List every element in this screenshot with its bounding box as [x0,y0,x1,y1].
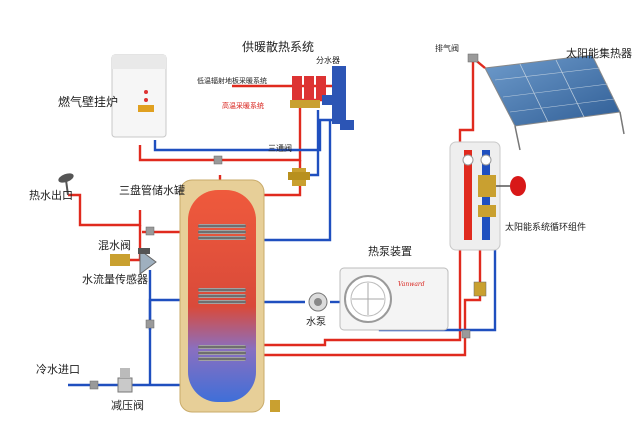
heat-pump-brand: Vanward [398,281,425,288]
mixing-valve-label: 混水阀 [98,239,131,252]
pressure-reducing-valve [117,368,133,393]
radiator-heating-label: 高温采暖系统 [222,102,264,110]
inline-valves [89,53,487,390]
cold-water-pipes [68,110,497,400]
solar-collector-label: 太阳能集热器 [566,47,632,60]
circulation-pump [308,292,328,312]
cold-water-inlet-label: 冷水进口 [36,363,80,376]
three-way-valve-label: 三通阀 [268,144,292,153]
floor-heating-label: 低温辐射地板采暖系统 [197,77,267,85]
tank-coil-middle [198,288,246,304]
heating-system-label: 供暖散热系统 [242,40,315,54]
tank-coil-top [198,224,246,240]
heat-pump-label: 热泵装置 [368,245,412,258]
heat-pump-unit [339,267,449,331]
three-way-valve [288,168,310,186]
exhaust-valve-label: 排气阀 [435,44,459,53]
storage-tank [179,179,280,413]
solar-collector [484,54,625,151]
solar-loop-label: 太阳能系统循环组件 [505,223,587,233]
manifold-label: 分水器 [316,56,340,65]
boiler-label: 燃气壁挂炉 [58,95,119,109]
flow-sensor-label: 水流量传感器 [82,273,148,286]
tank-label: 三盘管储水罐 [119,184,185,197]
hot-water-outlet-label: 热水出口 [29,189,73,202]
gas-boiler [111,54,167,138]
manifold [290,66,354,130]
pressure-valve-label: 减压阀 [111,399,144,412]
mixing-valve-assembly [110,248,157,275]
shower-head-icon [58,173,74,196]
tank-coil-bottom [198,345,246,361]
solar-loop-assembly [449,141,526,251]
pump-label: 水泵 [306,317,326,328]
